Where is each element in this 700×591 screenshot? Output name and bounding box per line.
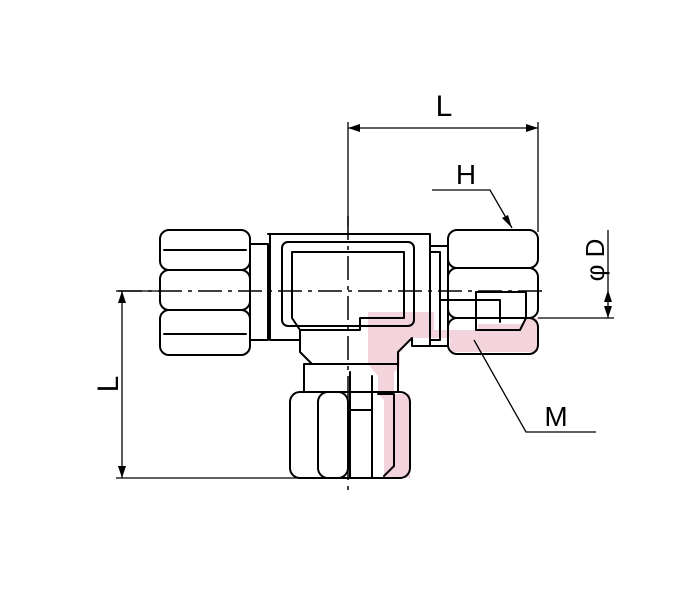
centerlines	[118, 216, 548, 490]
left-neck	[249, 243, 269, 341]
left-nut	[159, 229, 251, 356]
label-top-length: L	[436, 90, 453, 123]
label-hex: H	[456, 159, 476, 190]
tee-body	[267, 233, 441, 365]
arrowheads	[118, 124, 612, 478]
label-left-length: L	[92, 376, 125, 393]
label-thread: M	[544, 401, 567, 432]
label-diameter: φ D	[580, 239, 610, 282]
right-neck	[429, 245, 449, 347]
dimension-lines	[116, 122, 614, 479]
bottom-nut	[289, 363, 411, 479]
